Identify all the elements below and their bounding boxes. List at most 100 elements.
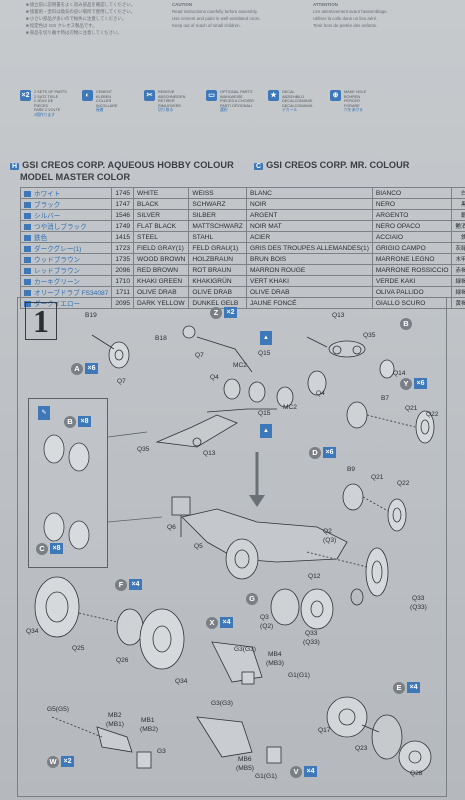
part-label: Q12 [308, 573, 321, 580]
color-label: ホワイト [34, 191, 61, 198]
color-name-italian: OLIVA PALLIDO [371, 286, 453, 298]
color-name-english: WOOD BROWN [133, 253, 190, 265]
part-label: G3(G3) [211, 700, 233, 707]
color-code: 1546 [111, 209, 135, 221]
color-name-french: ARGENT [245, 209, 373, 221]
color-name-french: JAUNE FONCÉ [245, 297, 373, 309]
color-name-english: STEEL [133, 231, 190, 243]
color-swatch-icon [24, 191, 31, 198]
cement-icon: ◐ [82, 90, 93, 101]
color-code: 1745 [111, 187, 135, 199]
road-wheel-large [365, 547, 389, 597]
part-label: Q35 [137, 446, 150, 453]
color-name-japanese: オリーブドラブ FS34087 [19, 286, 113, 298]
part-label: Q22 [397, 480, 410, 487]
multiplier-badge: ×6 [85, 363, 98, 374]
color-name-japanese-short: 白色 [451, 187, 465, 199]
multiplier-badge: ×2 [61, 756, 74, 767]
part-label: (Q33) [303, 639, 320, 646]
color-name-japanese-short: 緑褐色 [451, 286, 465, 298]
step-number: 1 [25, 302, 57, 340]
part-label: MB4 [268, 651, 282, 658]
part-label: Q21 [405, 405, 418, 412]
color-code: 1723 [111, 242, 135, 254]
part-label: (MB3) [266, 660, 284, 667]
color-name-french: OLIVE DRAB [245, 286, 373, 298]
color-name-english: FIELD GRAY(1) [133, 242, 190, 254]
multiplier-badge: ×8 [50, 543, 63, 554]
color-name-japanese-short: 木甲色 [451, 253, 465, 265]
part-label: (Q2) [260, 623, 274, 630]
color-name-french: GRIS DES TROUPES ALLEMANDES(1) [245, 242, 373, 254]
color-code: 1711 [111, 286, 135, 298]
color-name-french: NOIR MAT [245, 220, 373, 232]
color-name-japanese: シルバー [19, 209, 113, 221]
idler-bracket [328, 340, 366, 358]
part-label: (Q3) [323, 537, 337, 544]
color-name-italian: GRIGIO CAMPO [371, 242, 453, 254]
color-name-german: STAHL [188, 231, 247, 243]
color-code: 1710 [111, 275, 135, 287]
part-label: Q4 [316, 390, 325, 397]
part-label: Q28 [410, 770, 423, 777]
part-label: MB2 [108, 712, 122, 719]
subassembly-letter: C [36, 543, 48, 555]
color-swatch-icon [24, 301, 31, 308]
color-name-english: RED BROWN [133, 264, 190, 276]
subassembly-letter: E [393, 682, 405, 694]
color-label: ウッドブラウン [34, 257, 81, 264]
color-swatch-icon [24, 268, 31, 275]
part-label: MC2 [283, 404, 297, 411]
color-label: つや消しブラック [34, 224, 87, 231]
color-name-japanese-short: 灰緑色 [451, 242, 465, 254]
color-name-german: FELD GRAU(1) [188, 242, 247, 254]
part-label: G1(G1) [255, 773, 277, 780]
color-name-german: ROT BRAUN [188, 264, 247, 276]
color-name-japanese: レッドブラウン [19, 264, 113, 276]
subassembly-letter: V [290, 766, 302, 778]
part-label: MC2 [233, 362, 247, 369]
part-label: Q33 [305, 630, 318, 637]
sprocket-wheel [326, 696, 368, 738]
model-master-heading: MODEL MASTER COLOR [20, 172, 131, 182]
color-label: カーキグリーン [34, 279, 80, 286]
color-name-italian: NERO OPACO [371, 220, 453, 232]
color-name-japanese-short: 艶消黒 [451, 220, 465, 232]
color-name-english: OLIVE DRAB [133, 286, 190, 298]
part-label: Q21 [371, 474, 384, 481]
color-name-japanese-short: 赤褐色 [451, 264, 465, 276]
subassembly-letter: A [71, 363, 83, 375]
color-name-japanese: ダークイエロー [19, 297, 113, 309]
color-name-german: HOLZBRAUN [188, 253, 247, 265]
color-name-italian: BIANCO [371, 187, 453, 199]
part-label: Q13 [203, 450, 216, 457]
color-swatch-icon [24, 202, 31, 209]
color-name-italian: ACCIAIO [371, 231, 453, 243]
color-row: ブラック1747BLACKSCHWARZNOIRNERO黒色 [19, 198, 465, 210]
color-label: シルバー [34, 213, 61, 220]
subassembly-letter: F [115, 579, 127, 591]
subassembly-letter: X [206, 617, 218, 629]
part-label: Q14 [393, 370, 406, 377]
subassembly-letter: D [309, 447, 321, 459]
part-label: Q22 [426, 411, 439, 418]
detail-callout-box [28, 398, 108, 568]
part-label: Q2 [323, 528, 332, 535]
part-label: (MB1) [106, 721, 124, 728]
caution-heading: CAUTION [172, 2, 193, 7]
part-label: G3 [157, 748, 166, 755]
color-name-japanese: つや消しブラック [19, 220, 113, 232]
color-name-italian: MARRONE ROSSICCIO [371, 264, 453, 276]
multiplier-badge: ×4 [129, 579, 142, 590]
color-code: 1747 [111, 198, 135, 210]
intro-column-english: CAUTION Read instructions carefully befo… [172, 2, 261, 28]
